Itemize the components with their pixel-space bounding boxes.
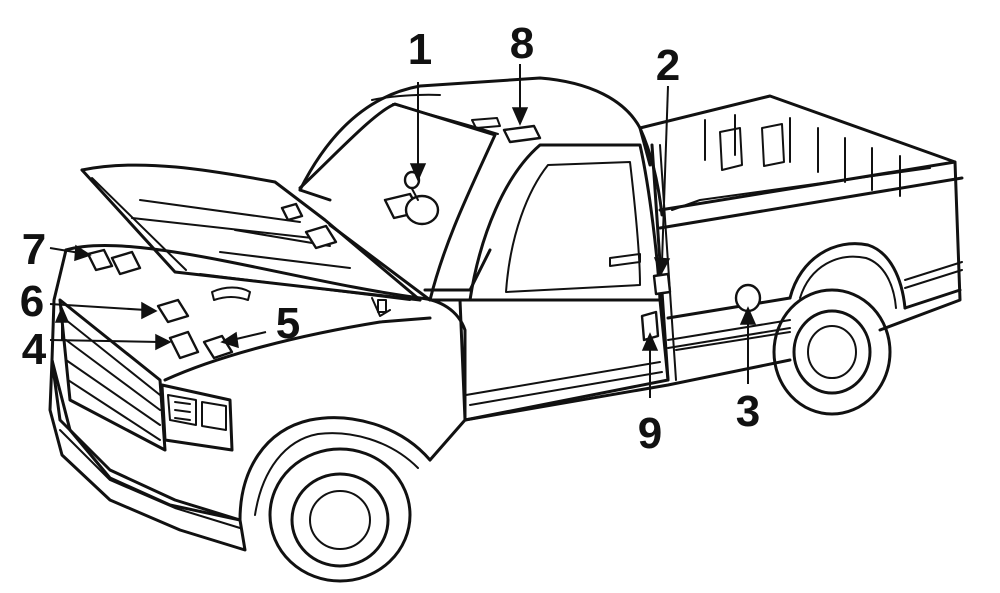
truck-front — [48, 163, 467, 552]
callout-3: 3 — [736, 387, 760, 436]
label-parts — [86, 124, 762, 360]
truck-bed — [638, 94, 964, 349]
truck-cab — [298, 76, 792, 422]
front-wheel — [268, 447, 412, 583]
callout-1: 1 — [408, 25, 432, 74]
leader-lines — [49, 64, 757, 398]
callout-7: 7 — [22, 225, 46, 274]
rear-wheel — [772, 288, 892, 416]
callout-6: 6 — [20, 277, 44, 326]
callout-5: 5 — [276, 299, 300, 348]
callout-9: 9 — [638, 409, 662, 458]
callout-2: 2 — [656, 41, 680, 90]
callout-4: 4 — [22, 325, 47, 374]
callout-8: 8 — [510, 19, 534, 68]
